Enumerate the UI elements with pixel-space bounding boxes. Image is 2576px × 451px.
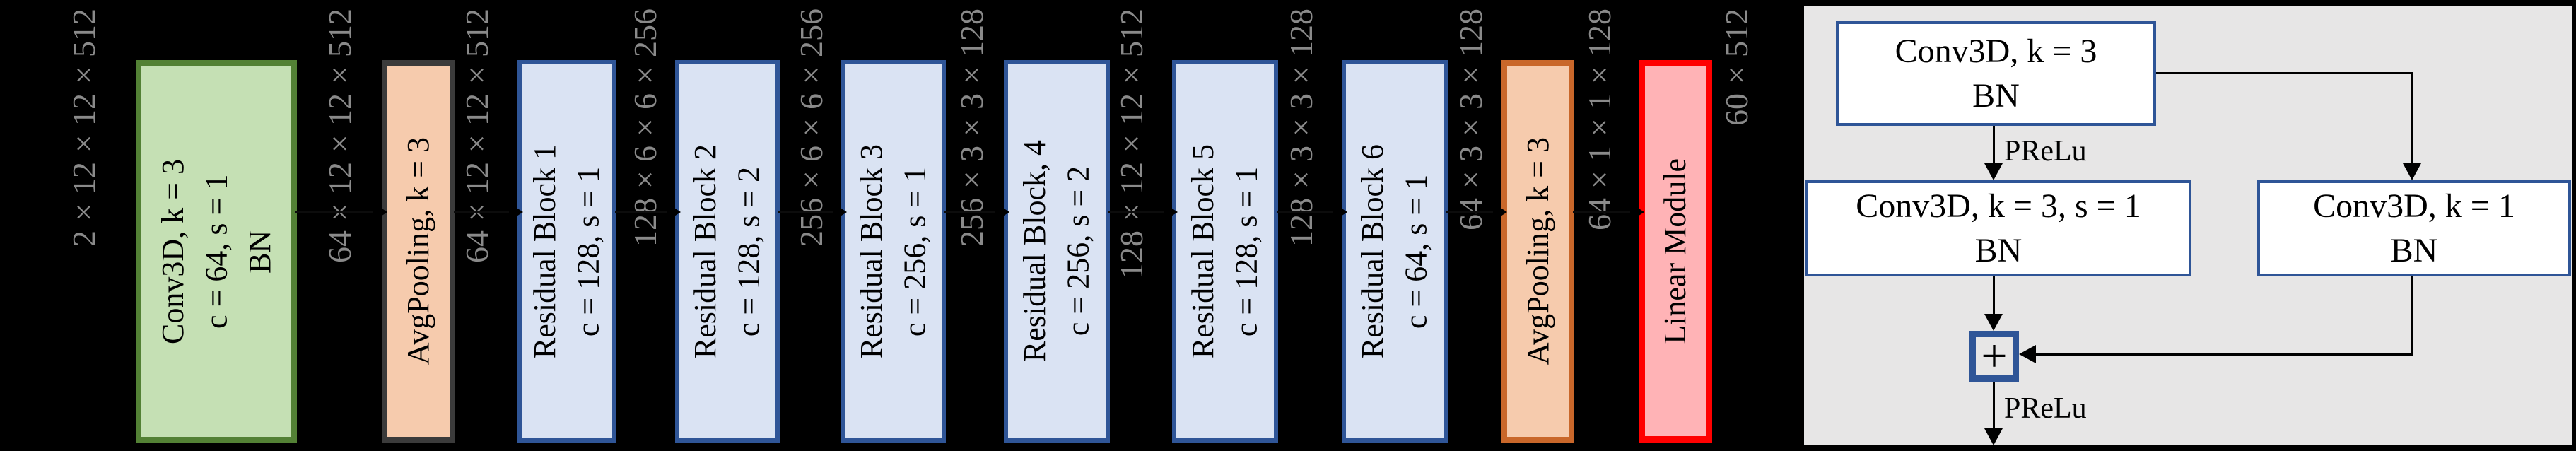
flow-arrow-icon: [833, 203, 847, 221]
detail-left-conv-line2: BN: [1974, 232, 2022, 269]
dim-label-input: 2×12×12×512: [66, 8, 102, 247]
detail-right-conv-line1: Conv3D, k = 1: [2313, 187, 2515, 225]
block-avgpooling-1: AvgPooling, k = 3: [382, 60, 455, 443]
sum-box: +: [1969, 330, 2019, 382]
flow-arrow-icon: [1493, 203, 1507, 221]
arrow-left-icon: [2019, 345, 2036, 363]
detail-left-conv-line1: Conv3D, k = 3, s = 1: [1856, 187, 2141, 225]
residual-block-detail-panel: Conv3D, k = 3 BN PReLu Conv3D, k = 3, s …: [1804, 6, 2572, 445]
flow-line: [944, 211, 1008, 213]
dim-label-after-avgpool-2: 64×1×1×128: [1581, 8, 1617, 230]
sum-connector-line: [2036, 353, 2413, 356]
arrow-down-icon: [1984, 428, 2003, 445]
sum-connector-line: [2411, 276, 2413, 356]
sum-connector-line: [1993, 276, 1995, 314]
flow-line: [615, 211, 679, 213]
skip-connector-line: [2411, 72, 2413, 163]
detail-right-conv-line2: BN: [2390, 232, 2438, 269]
block-linear-module: Linear Module: [1639, 60, 1712, 443]
flow-line: [1446, 211, 1506, 213]
skip-connector-line: [2156, 72, 2413, 74]
flow-line: [1277, 211, 1346, 213]
detail-top-conv-line1: Conv3D, k = 3: [1895, 32, 2097, 70]
flow-arrow-icon: [1164, 203, 1178, 221]
flow-line: [1573, 211, 1643, 213]
flow-line: [295, 211, 386, 213]
flow-line: [454, 211, 522, 213]
flow-arrow-icon: [1630, 203, 1644, 221]
prelu-label-top: PReLu: [2004, 135, 2087, 168]
arrow-down-icon: [1984, 314, 2003, 331]
arrow-down-icon: [1984, 163, 2003, 180]
output-connector-line: [1993, 382, 1995, 430]
block-label: AvgPooling, k = 3: [1520, 137, 1555, 365]
dim-label-output: 60×512: [1719, 8, 1755, 126]
prelu-label-bottom: PReLu: [2004, 392, 2087, 425]
flow-line: [778, 211, 845, 213]
prelu-connector-line: [1993, 126, 1995, 163]
dim-label-after-rb4: 128×12×12×512: [1113, 8, 1149, 279]
block-avgpooling-2: AvgPooling, k = 3: [1501, 60, 1574, 443]
flow-arrow-icon: [995, 203, 1009, 221]
flow-arrow-icon: [667, 203, 681, 221]
block-label: Linear Module: [1658, 158, 1693, 344]
flow-arrow-icon: [373, 203, 387, 221]
detail-left-conv-box: Conv3D, k = 3, s = 1 BN: [1805, 180, 2191, 276]
plus-icon: +: [1981, 330, 2008, 382]
flow-arrow-icon: [1333, 203, 1347, 221]
detail-top-conv-box: Conv3D, k = 3 BN: [1836, 21, 2156, 126]
flow-arrow-icon: [509, 203, 523, 221]
block-label: AvgPooling, k = 3: [401, 137, 436, 365]
dim-label-after-avgpool-1: 64×12×12×512: [459, 8, 495, 263]
arrow-down-icon: [2403, 163, 2421, 180]
detail-right-conv-box: Conv3D, k = 1 BN: [2257, 180, 2571, 276]
dim-label-after-rb6: 64×3×3×128: [1453, 8, 1489, 230]
flow-line: [1108, 211, 1176, 213]
dim-label-after-conv: 64×12×12×512: [322, 8, 358, 263]
detail-top-conv-line2: BN: [1972, 77, 2020, 115]
